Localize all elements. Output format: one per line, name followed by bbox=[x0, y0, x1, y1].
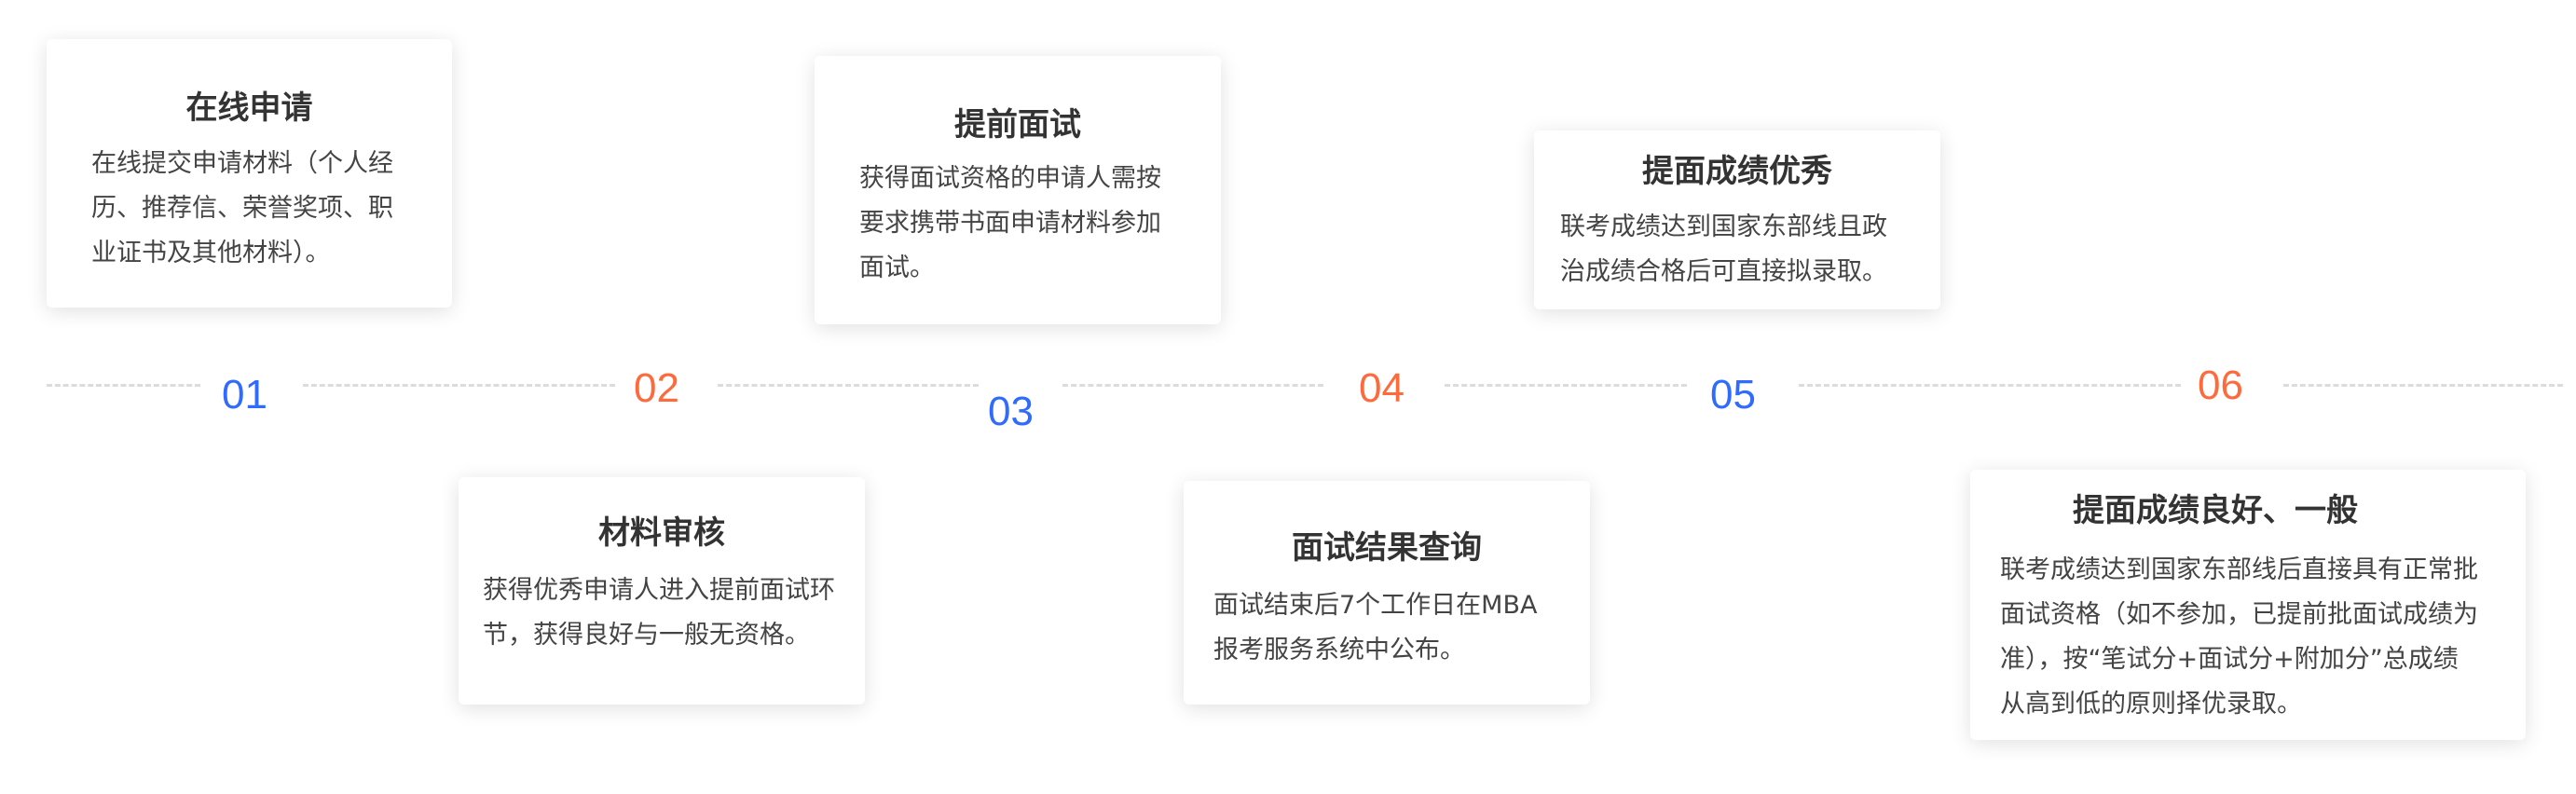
step-card-early-interview: 提前面试 获得面试资格的申请人需按 要求携带书面申请材料参加 面试。 bbox=[815, 56, 1221, 324]
step-card-interview-result-query: 面试结果查询 面试结束后7个工作日在MBA 报考服务系统中公布。 bbox=[1184, 481, 1590, 705]
step-number-01: 01 bbox=[222, 372, 267, 418]
step-card-material-review: 材料审核 获得优秀申请人进入提前面试环 节，获得良好与一般无资格。 bbox=[459, 477, 865, 705]
step-number-02: 02 bbox=[634, 365, 679, 411]
step-title: 材料审核 bbox=[598, 514, 725, 552]
step-title: 提前面试 bbox=[954, 106, 1081, 144]
step-description: 获得面试资格的申请人需按 要求携带书面申请材料参加 面试。 bbox=[859, 164, 1161, 282]
timeline-dash bbox=[1445, 384, 1687, 387]
step-description: 在线提交申请材料（个人经 历、推荐信、荣誉奖项、职 业证书及其他材料）。 bbox=[91, 149, 393, 267]
step-card-excellent-interview-score: 提面成绩优秀 联考成绩达到国家东部线且政 治成绩合格后可直接拟录取。 bbox=[1534, 130, 1940, 309]
step-title: 提面成绩良好、一般 bbox=[2073, 492, 2358, 529]
step-number-05: 05 bbox=[1710, 372, 1756, 418]
timeline-dash bbox=[47, 384, 200, 387]
step-title: 面试结果查询 bbox=[1292, 529, 1482, 567]
timeline-dash bbox=[1799, 384, 2181, 387]
step-description: 获得优秀申请人进入提前面试环 节，获得良好与一般无资格。 bbox=[483, 576, 835, 650]
timeline-dash bbox=[303, 384, 615, 387]
step-card-good-average-interview-score: 提面成绩良好、一般 联考成绩达到国家东部线后直接具有正常批 面试资格（如不参加，… bbox=[1970, 470, 2526, 740]
step-description: 联考成绩达到国家东部线后直接具有正常批 面试资格（如不参加，已提前批面试成绩为 … bbox=[2000, 555, 2478, 719]
timeline-dash bbox=[1062, 384, 1323, 387]
step-number-06: 06 bbox=[2198, 363, 2243, 408]
step-title: 提面成绩优秀 bbox=[1642, 153, 1832, 190]
timeline-dash bbox=[718, 384, 979, 387]
step-number-03: 03 bbox=[988, 389, 1034, 434]
step-card-online-application: 在线申请 在线提交申请材料（个人经 历、推荐信、荣誉奖项、职 业证书及其他材料）… bbox=[47, 39, 452, 308]
step-description: 面试结束后7个工作日在MBA 报考服务系统中公布。 bbox=[1213, 591, 1538, 664]
timeline-dash bbox=[2283, 384, 2563, 387]
step-description: 联考成绩达到国家东部线且政 治成绩合格后可直接拟录取。 bbox=[1560, 212, 1887, 286]
step-number-04: 04 bbox=[1359, 365, 1404, 411]
step-title: 在线申请 bbox=[185, 89, 313, 127]
